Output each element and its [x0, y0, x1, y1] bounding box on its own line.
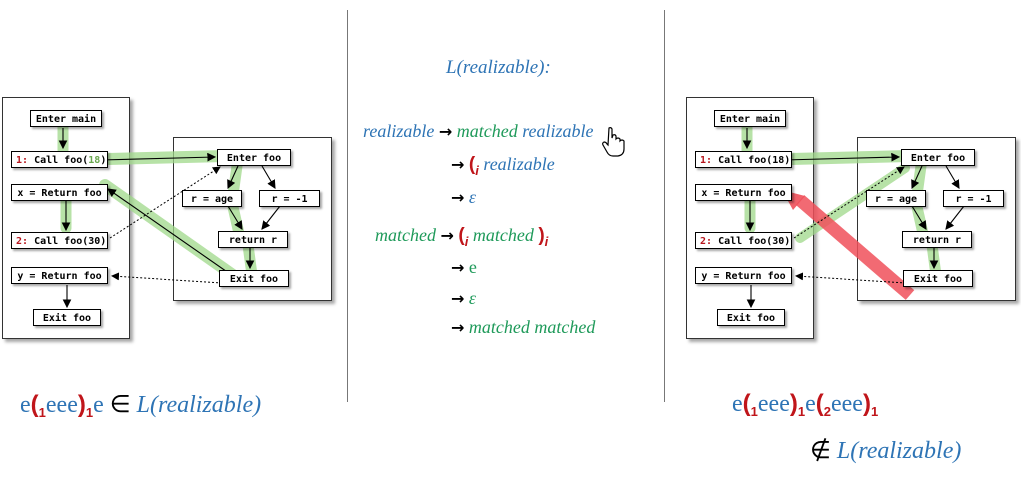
right-formula-close1: )	[789, 390, 798, 417]
grammar-rule-2: → (i realizable	[451, 154, 555, 178]
rule4-close-paren: )	[538, 225, 545, 246]
right-exit-foo-node: Exit foo	[903, 270, 973, 287]
rule4-open-sub: i	[464, 234, 469, 249]
rule7-arrow: →	[451, 318, 465, 337]
grammar-title: L(realizable):	[446, 57, 551, 78]
rule2-realizable: realizable	[483, 154, 555, 174]
left-r-neg-node: r = -1	[259, 190, 320, 207]
right-formula: e(1eee)1e(2eee)1	[732, 390, 878, 419]
left-call2-label: 2:	[16, 236, 29, 247]
left-formula-e2: e	[93, 392, 104, 418]
grammar-rule-1: realizable → matched realizable	[363, 121, 594, 142]
right-call1-node: 1: Call foo(18)	[695, 151, 792, 168]
right-formula-sub-close1: 1	[797, 404, 806, 419]
right-r-age-node: r = age	[866, 190, 926, 207]
rule2-arrow: →	[451, 155, 465, 174]
left-enter-foo-node: Enter foo	[217, 149, 291, 166]
rule6-arrow: →	[451, 289, 465, 308]
left-formula-open: (	[30, 391, 39, 418]
grammar-rule-4: matched → (i matched )i	[375, 225, 548, 249]
left-formula-lang: L(realizable)	[136, 392, 262, 418]
right-formula-lang: L(realizable)	[836, 438, 962, 464]
rule3-arrow: →	[451, 188, 465, 207]
rule5-e: e	[468, 257, 477, 277]
right-return-r-node: return r	[902, 231, 972, 248]
rule4-close-sub: i	[544, 234, 549, 249]
rule7-matched-matched: matched matched	[468, 317, 596, 337]
left-call2-text: Call foo(30)	[28, 236, 107, 247]
rule1-realizable: realizable	[522, 121, 594, 141]
rule4-arrow: →	[440, 226, 454, 245]
right-formula-sub-open1: 1	[750, 404, 758, 419]
rule5-arrow: →	[451, 258, 465, 277]
right-call2-label: 2:	[700, 236, 713, 247]
right-call2-text: Call foo(30)	[712, 236, 791, 247]
left-exit-foo-node: Exit foo	[219, 270, 289, 287]
left-call1-label: 1:	[16, 155, 29, 166]
rule1-matched: matched	[456, 121, 518, 141]
right-formula-membership: ∉ L(realizable)	[810, 436, 961, 465]
right-formula-close2: )	[862, 390, 871, 417]
rule4-matched: matched	[472, 225, 534, 245]
left-r-age-node: r = age	[182, 190, 242, 207]
left-formula-member: ∈	[109, 392, 131, 418]
right-formula-eee2: eee	[830, 391, 863, 417]
left-return2-node: y = Return foo	[11, 267, 108, 284]
grammar-rule-7: → matched matched	[451, 317, 595, 338]
right-call2-node: 2: Call foo(30)	[695, 232, 792, 249]
rule2-open-paren: (	[468, 154, 476, 175]
grammar-rule-6: → ε	[451, 288, 476, 309]
left-return1-node: x = Return foo	[11, 184, 108, 201]
right-formula-sub-close2: 1	[870, 404, 879, 419]
grammar-rule-5: → e	[451, 257, 477, 278]
rule1-lhs: realizable	[363, 121, 435, 141]
right-formula-e2: e	[805, 391, 816, 417]
right-return2-node: y = Return foo	[695, 267, 792, 284]
right-exit-main-node: Exit foo	[717, 309, 785, 326]
left-call1-arg: 18	[88, 155, 101, 166]
grammar-rule-3: → ε	[451, 187, 476, 208]
rule3-epsilon: ε	[468, 187, 476, 207]
right-formula-e1: e	[732, 391, 743, 417]
right-formula-open1: (	[742, 390, 751, 417]
left-formula-e1: e	[20, 392, 31, 418]
right-enter-main-node: Enter main	[714, 110, 786, 127]
rule1-arrow: →	[438, 122, 453, 141]
right-formula-sub-open2: 2	[823, 404, 831, 419]
right-divider	[664, 10, 665, 402]
left-return-r-node: return r	[218, 231, 288, 248]
left-divider	[347, 10, 348, 402]
left-formula-sub-open: 1	[38, 405, 46, 420]
left-call1-close: )	[100, 155, 107, 166]
left-exit-main-node: Exit foo	[33, 309, 101, 326]
left-formula-close: )	[77, 391, 86, 418]
rule6-epsilon: ε	[468, 288, 476, 308]
right-formula-not-member: ∉	[810, 438, 831, 464]
right-call1-text: Call foo(18)	[712, 155, 791, 166]
left-formula-sub-close: 1	[85, 405, 94, 420]
right-formula-open2: (	[815, 390, 824, 417]
rule4-lhs: matched	[375, 225, 436, 245]
right-r-neg-node: r = -1	[943, 190, 1004, 207]
right-formula-eee1: eee	[757, 391, 790, 417]
left-call1-text: Call foo(	[28, 155, 89, 166]
left-call2-node: 2: Call foo(30)	[11, 232, 108, 249]
left-formula-eee: eee	[45, 392, 78, 418]
right-enter-foo-node: Enter foo	[901, 149, 975, 166]
right-call1-label: 1:	[700, 155, 713, 166]
left-call1-node: 1: Call foo(18)	[11, 151, 108, 168]
rule2-sub: i	[475, 163, 479, 178]
rule4-open-paren: (	[458, 225, 465, 246]
left-enter-main-node: Enter main	[30, 110, 102, 127]
right-return1-node: x = Return foo	[695, 184, 792, 201]
left-formula: e(1eee)1e ∈ L(realizable)	[20, 390, 261, 420]
